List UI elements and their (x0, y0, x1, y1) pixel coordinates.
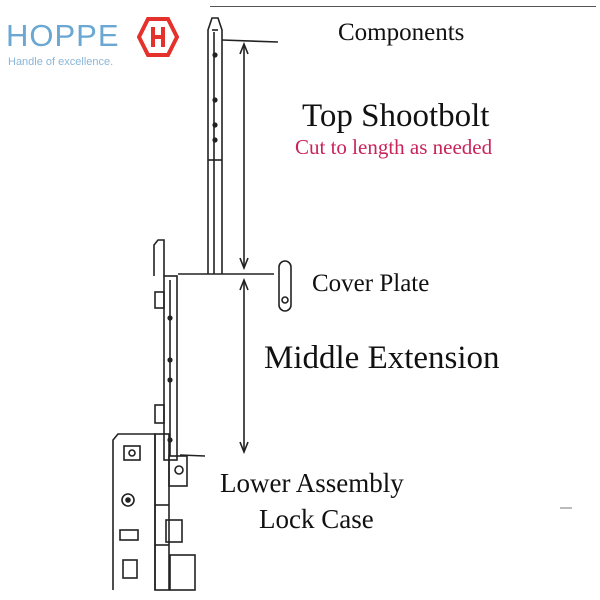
middle-extension-part (153, 239, 178, 461)
lower-lock-case-part (112, 433, 196, 591)
top-shootbolt-label: Top Shootbolt (302, 98, 490, 134)
cover-plate-label: Cover Plate (312, 270, 430, 297)
brand-wordmark: HOPPE (6, 18, 120, 53)
lock-case-label: Lock Case (259, 504, 374, 534)
cover-plate-part (278, 260, 292, 312)
components-heading: Components (338, 19, 465, 46)
top-rule (210, 6, 596, 7)
top-shootbolt-part (207, 17, 223, 274)
lower-assembly-label: Lower Assembly (220, 468, 404, 498)
cut-to-length-note: Cut to length as needed (295, 135, 493, 159)
hoppe-h-logo-icon (137, 17, 179, 57)
brand-tagline: Handle of excellence. (8, 56, 114, 68)
middle-extension-label: Middle Extension (264, 340, 500, 376)
